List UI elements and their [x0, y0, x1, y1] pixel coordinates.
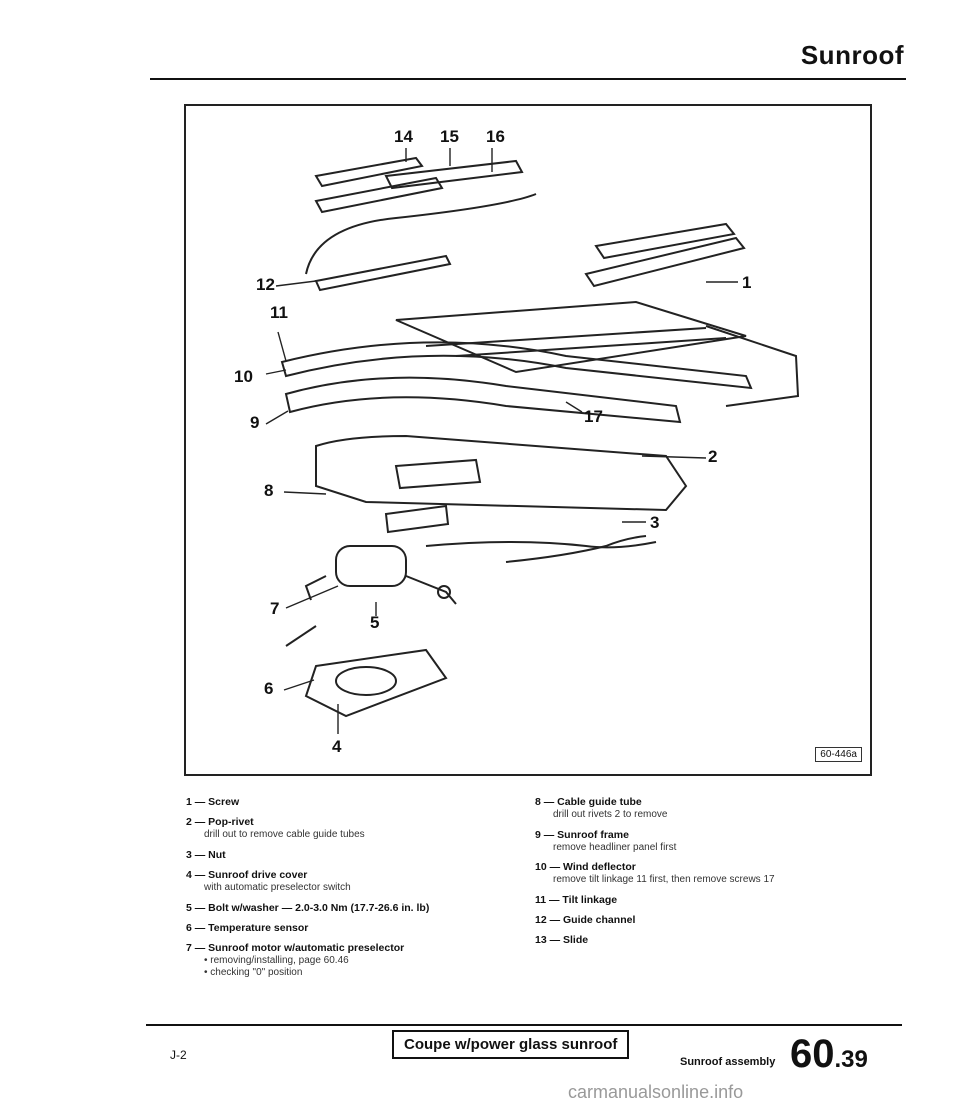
guide-channel-drawing — [314, 254, 452, 292]
callout-9: 9 — [250, 413, 260, 432]
legend-item: 3 — Nut — [186, 849, 506, 862]
rail-drawing-14 — [314, 156, 424, 188]
rail-drawing-15 — [314, 176, 444, 214]
legend-note: remove headliner panel first — [553, 841, 677, 853]
cable-tube-drawing-1 — [425, 541, 657, 549]
leader-6 — [283, 679, 315, 691]
legend-label: 9 — Sunroof frame — [535, 828, 629, 841]
figure-code: 60-446a — [815, 747, 862, 762]
legend-item: 1 — Screw — [186, 796, 506, 809]
frame-front-drawing — [284, 376, 682, 424]
section-minor: .39 — [834, 1046, 868, 1073]
legend-note: remove tilt linkage 11 first, then remov… — [553, 874, 775, 886]
leader-8 — [283, 491, 327, 495]
legend-item: 5 — Bolt w/washer — 2.0-3.0 Nm (17.7-26.… — [186, 902, 506, 915]
legend-label: 13 — Slide — [535, 934, 589, 947]
legend-item: 4 — Sunroof drive cover with automatic p… — [186, 869, 506, 895]
legend-note: drill out to remove cable guide tubes — [204, 829, 365, 841]
leader-9 — [265, 410, 289, 425]
section-label: Sunroof assembly — [680, 1056, 776, 1068]
lower-frame-drawing — [315, 434, 688, 512]
legend-label: 11 — Tilt linkage — [535, 893, 618, 906]
callout-14: 14 — [394, 127, 413, 146]
legend-label: 12 — Guide channel — [535, 914, 636, 926]
cable-tube-drawing-2 — [505, 535, 647, 563]
legend-label: 4 — Sunroof drive cover — [186, 868, 308, 881]
legend-item: 6 — Temperature sensor — [186, 922, 506, 935]
exploded-diagram: 14 15 16 12 11 10 9 8 7 5 6 4 1 2 3 17 6… — [184, 104, 872, 776]
legend-note: drill out rivets 2 to remove — [553, 809, 668, 821]
page-title: Sunroof — [800, 40, 904, 70]
page-ref: J-2 — [170, 1048, 187, 1062]
legend-item: 11 — Tilt linkage — [535, 894, 865, 907]
callout-3: 3 — [650, 513, 660, 532]
callout-17: 17 — [584, 407, 603, 426]
legend-label: 2 — Pop-rivet — [186, 816, 254, 829]
cable-drawing-12 — [305, 193, 537, 275]
callout-15: 15 — [440, 127, 459, 146]
wind-deflector-drawing — [280, 341, 753, 390]
sunroof-exploded-drawing — [265, 148, 800, 734]
footer-rule — [146, 1024, 902, 1026]
legend-item: 12 — Guide channel — [535, 914, 865, 927]
sensor-drawing-6 — [285, 625, 317, 647]
leader-17 — [565, 401, 583, 413]
legend-note: with automatic preselector switch — [204, 882, 351, 893]
callout-16: 16 — [486, 127, 505, 146]
legend-note: • removing/installing, page 60.46 — [204, 954, 349, 966]
legend-item: 2 — Pop-rivet drill out to remove cable … — [186, 816, 506, 842]
callout-12: 12 — [256, 275, 275, 294]
section-number: 60.39 — [790, 1032, 868, 1077]
watermark: carmanualsonline.info — [568, 1082, 744, 1102]
callout-7: 7 — [270, 599, 280, 618]
leader-7 — [285, 585, 339, 609]
model-box: Coupe w/power glass sunroof — [392, 1030, 630, 1059]
legend-left: 1 — Screw 2 — Pop-rivet drill out to rem… — [186, 796, 506, 987]
callout-5: 5 — [370, 613, 380, 632]
callout-8: 8 — [264, 481, 274, 500]
section-major: 60 — [790, 1032, 835, 1076]
rail-drawing-16 — [384, 159, 524, 190]
motor-drawing — [335, 545, 407, 587]
legend-item: 13 — Slide — [535, 934, 865, 947]
legend-label: 10 — Wind deflector — [535, 861, 636, 874]
legend-label: 7 — Sunroof motor w/automatic preselecto… — [186, 941, 405, 954]
legend-label: 5 — Bolt w/washer — 2.0-3.0 Nm (17.7-26.… — [186, 901, 430, 914]
legend-label: 8 — Cable guide tube — [535, 796, 642, 808]
callout-4: 4 — [332, 737, 342, 756]
callout-10: 10 — [234, 367, 253, 386]
leader-12 — [275, 280, 317, 287]
legend-label: 6 — Temperature sensor — [186, 921, 309, 934]
right-rail-upper — [594, 222, 736, 260]
bolt-drawing-5 — [437, 585, 451, 599]
header-rule — [150, 78, 906, 80]
legend-item: 9 — Sunroof frame remove headliner panel… — [535, 829, 865, 855]
legend-label: 1 — Screw — [186, 796, 240, 808]
drive-cover-drawing — [304, 648, 448, 718]
callout-1: 1 — [742, 273, 752, 292]
leader-11 — [277, 331, 287, 362]
cable-guide-drawing — [384, 504, 450, 534]
legend-note: • checking "0" position — [204, 967, 303, 979]
callout-2: 2 — [708, 447, 718, 466]
legend-label: 3 — Nut — [186, 848, 226, 861]
leader-10 — [265, 369, 287, 375]
callout-6: 6 — [264, 679, 274, 698]
callout-11: 11 — [270, 303, 288, 322]
legend-right: 8 — Cable guide tube drill out rivets 2 … — [535, 796, 865, 954]
right-rail-lower — [584, 236, 746, 288]
legend-item: 7 — Sunroof motor w/automatic preselecto… — [186, 942, 506, 980]
leader-2 — [641, 455, 707, 459]
legend-item: 10 — Wind deflector remove tilt linkage … — [535, 861, 865, 887]
legend-item: 8 — Cable guide tube drill out rivets 2 … — [535, 796, 865, 822]
